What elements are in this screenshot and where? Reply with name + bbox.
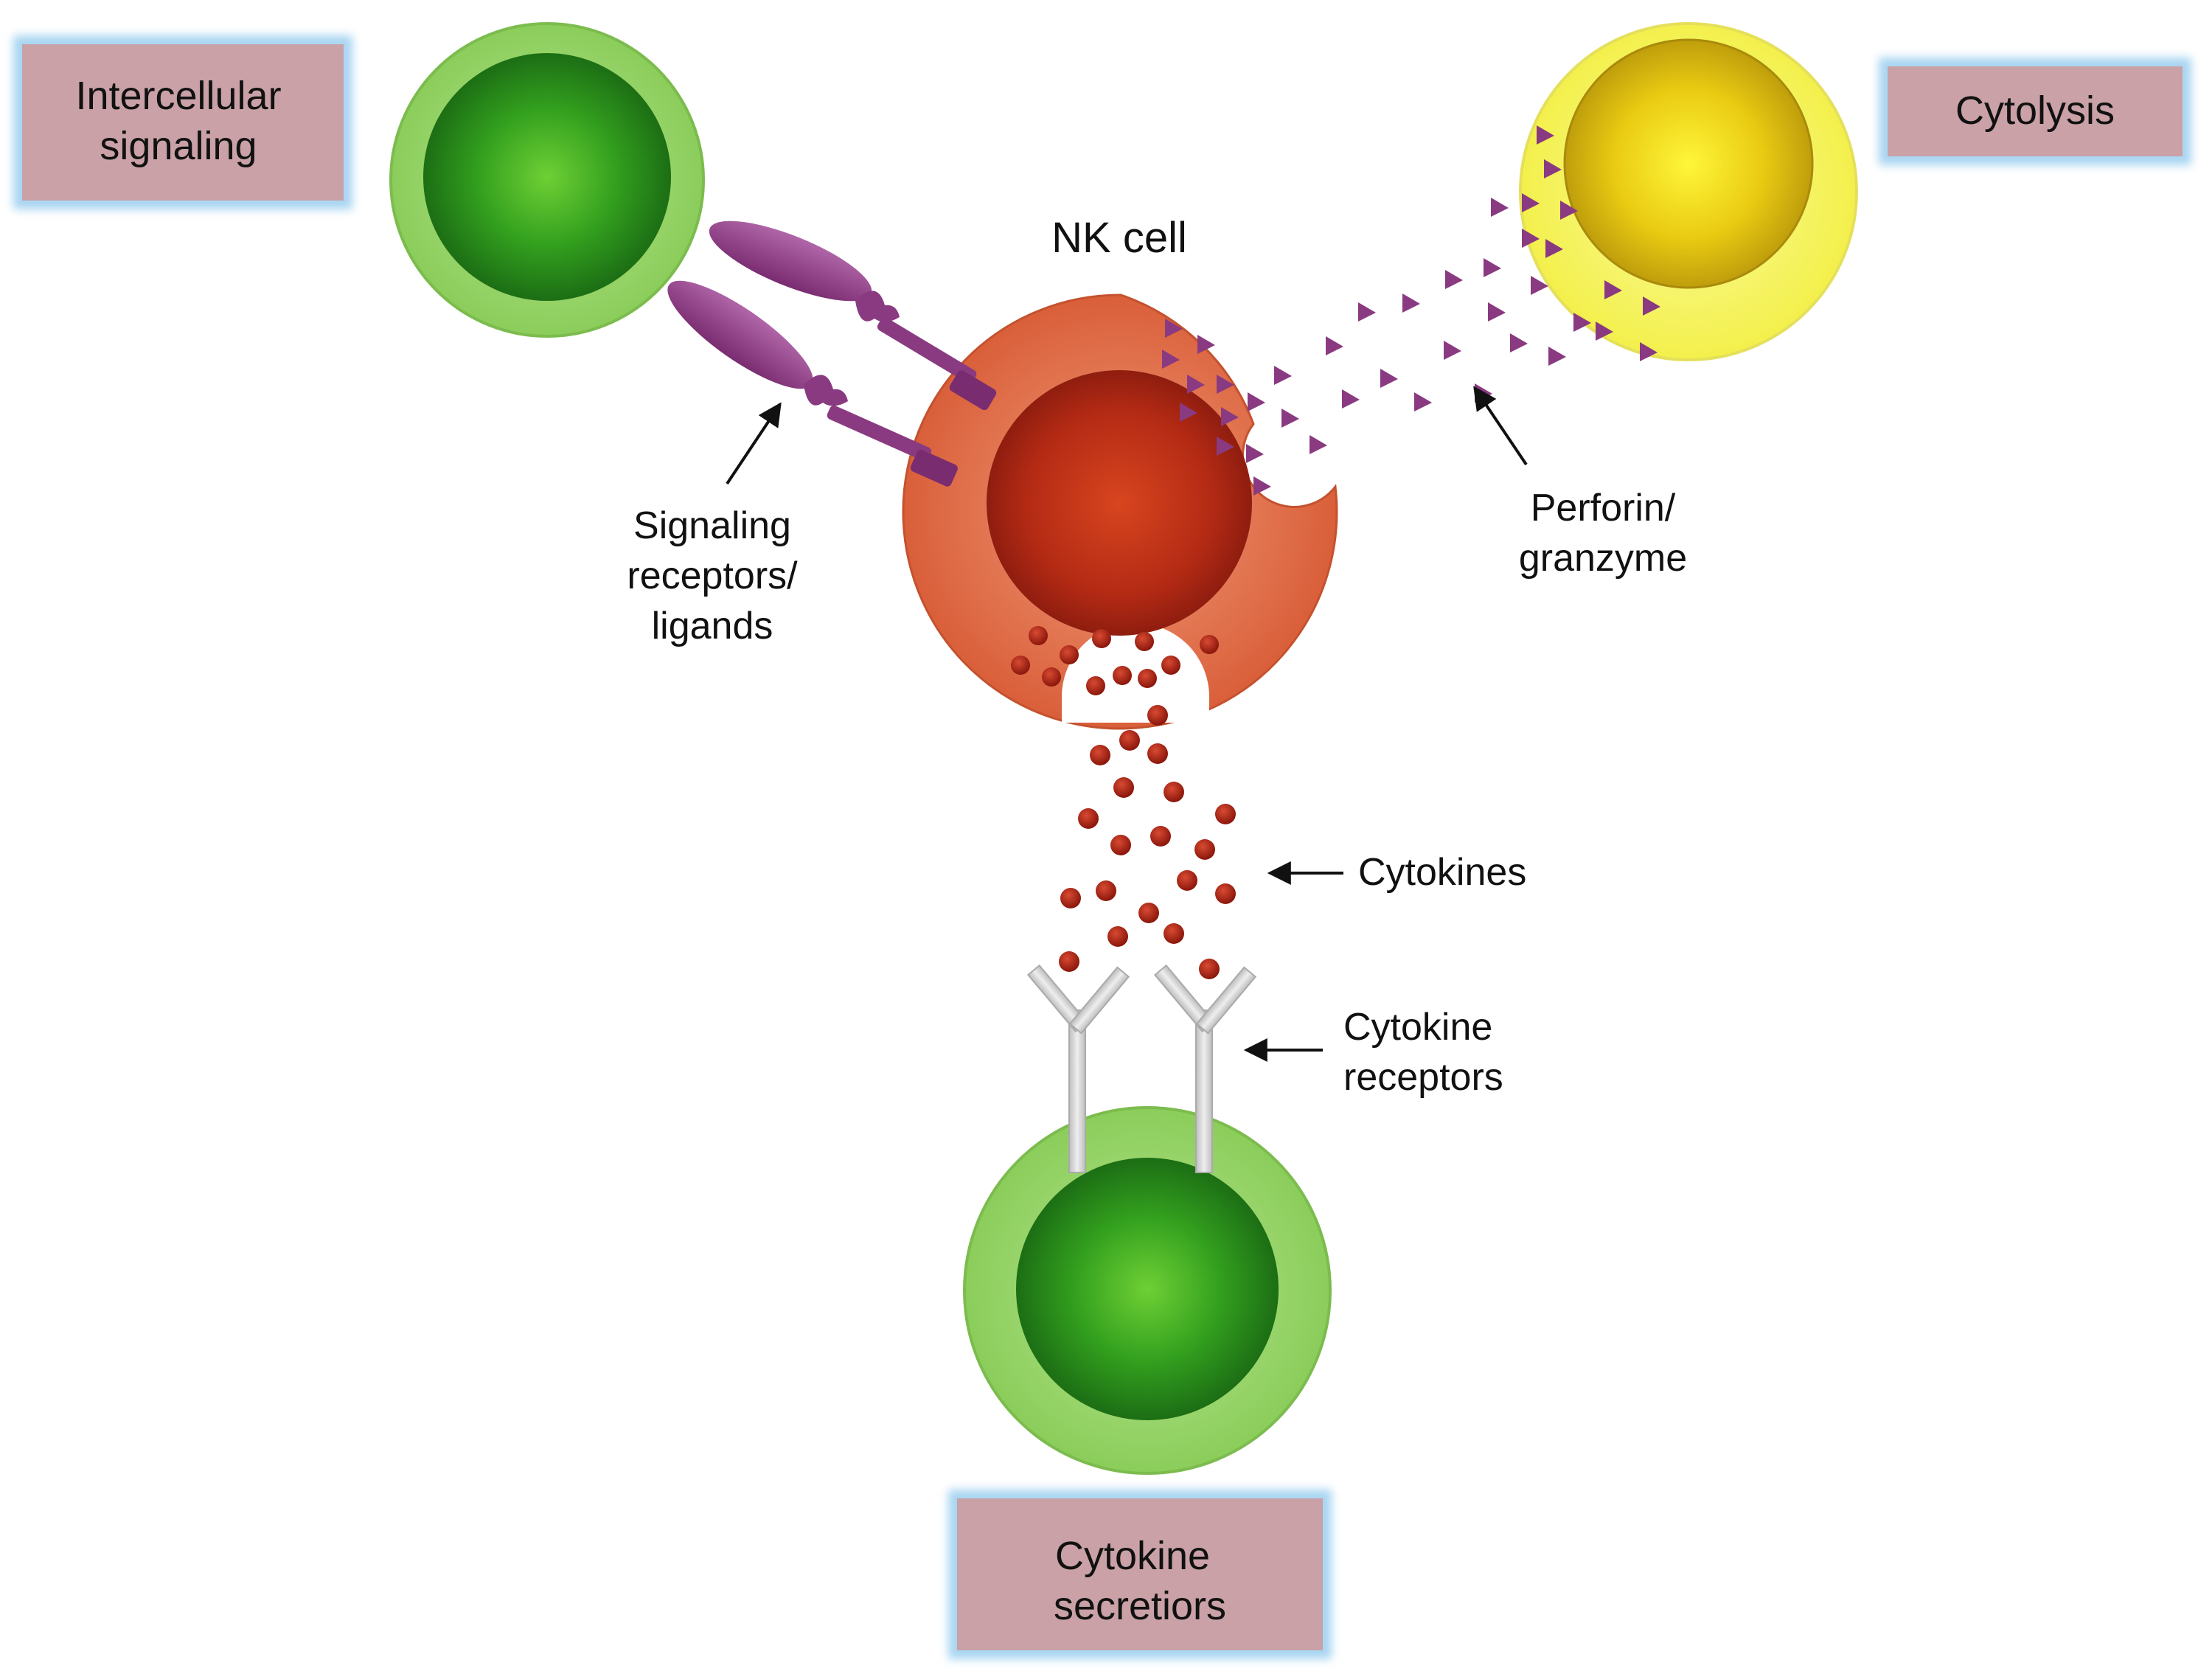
signaling-label-line3: ligands: [652, 605, 773, 647]
intercellular-signaling-label-line2: signaling: [100, 124, 257, 168]
target-cell-top-left: [389, 22, 705, 338]
cytokine-secretions-label-line1: Cytokine: [1055, 1534, 1210, 1578]
target-cell-bottom: [963, 1106, 1332, 1475]
signaling-label-line2: receptors/: [627, 555, 798, 597]
nk-cell-title: NK cell: [1051, 214, 1187, 262]
signaling-arrow: [726, 402, 782, 485]
perforin-label-line1: Perforin/: [1531, 487, 1676, 529]
cytokine-receptor-left: [1026, 964, 1130, 1173]
nk-cell: [902, 293, 1338, 730]
signaling-label-line1: Signaling: [633, 504, 791, 547]
perforin-granzyme-granules: [1162, 125, 1660, 496]
cytokine-granules: [1011, 626, 1236, 979]
cytokine-receptor-right: [1153, 964, 1257, 1173]
intercellular-signaling-label-line1: Intercellular: [75, 74, 281, 118]
signaling-receptor-ligand-pair-lower: [667, 280, 958, 487]
perforin-arrow: [1473, 386, 1528, 466]
cytokine-receptors-label-line1: Cytokine: [1343, 1006, 1492, 1049]
cytolysis-label: Cytolysis: [1955, 88, 2115, 133]
intercellular-signaling-box: Intercellular signaling: [13, 35, 352, 209]
cytolysis-box: Cytolysis: [1879, 58, 2191, 165]
cytokines-label: Cytokines: [1358, 851, 1526, 894]
signaling-receptor-ligand-pair-upper: [709, 220, 997, 411]
target-cell-top-right: [1519, 22, 1858, 361]
perforin-label-line2: granzyme: [1519, 537, 1687, 580]
cytokine-secretions-label-line2: secretiors: [1054, 1584, 1226, 1628]
cytokine-receptors-label-line2: receptors: [1343, 1056, 1503, 1099]
cytokine-secretions-box: Cytokine secretiors: [948, 1490, 1332, 1659]
